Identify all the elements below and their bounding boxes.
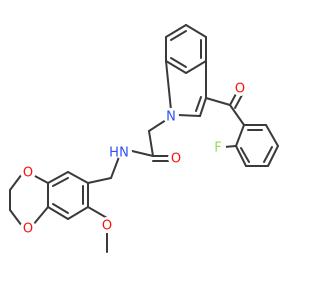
bond <box>131 150 154 157</box>
bond <box>9 209 23 227</box>
atom-label: N <box>166 110 176 125</box>
bond <box>87 206 108 219</box>
bond <box>32 174 49 184</box>
atom-n1: N <box>163 108 179 125</box>
bond <box>185 60 207 74</box>
bonds <box>9 24 279 253</box>
molecule-canvas: N O F N H O O O O <box>9 24 279 253</box>
atom-label: F <box>214 141 221 156</box>
bond <box>67 206 89 220</box>
bond <box>170 30 187 41</box>
atom-label: O <box>23 166 33 181</box>
bond <box>67 171 89 184</box>
bond <box>9 173 23 191</box>
bond <box>263 146 273 163</box>
atom-label: N <box>119 146 129 161</box>
bond <box>52 177 69 187</box>
bond <box>223 145 237 148</box>
atom-o-ring-bottom: O <box>20 220 36 237</box>
bond <box>165 60 172 111</box>
bond <box>165 24 187 38</box>
molecule-structure: N O F N H O O O O <box>9 24 279 253</box>
bond <box>265 124 279 147</box>
atom-o-methoxy: O <box>99 217 115 234</box>
bond <box>229 104 245 126</box>
bond <box>205 97 231 106</box>
atom-label-h: H <box>109 146 119 161</box>
atom-nh: N H <box>109 144 132 161</box>
bond <box>170 57 187 68</box>
bond <box>267 145 279 167</box>
bond <box>235 145 247 167</box>
bond <box>177 114 201 117</box>
atom-label: O <box>23 222 33 237</box>
atom-o-amide: O <box>168 150 184 167</box>
bond <box>87 177 112 184</box>
bond <box>47 206 69 220</box>
atom-label: O <box>235 82 245 97</box>
atom-label: O <box>102 219 112 234</box>
bond <box>235 124 245 147</box>
bond <box>199 97 207 117</box>
atom-labels: N O F N H O O O O <box>20 80 248 237</box>
bond <box>110 156 120 179</box>
bond <box>52 203 69 214</box>
bond <box>148 130 154 157</box>
bond <box>234 94 243 109</box>
bond <box>32 206 49 226</box>
bond <box>195 96 202 112</box>
atom-f: F <box>210 139 226 156</box>
atom-o-ketone: O <box>232 80 248 97</box>
atom-o-ring-top: O <box>20 164 36 181</box>
atom-label: O <box>171 152 181 167</box>
bond <box>185 24 207 38</box>
bond <box>148 119 167 132</box>
bond <box>240 147 250 163</box>
bond <box>165 60 187 74</box>
bond <box>47 171 69 184</box>
